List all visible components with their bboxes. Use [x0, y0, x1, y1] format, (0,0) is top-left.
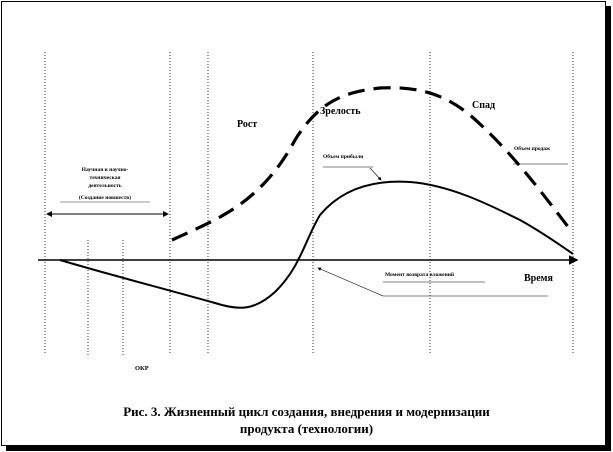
profit-curve — [59, 180, 574, 309]
label-maturity: Зрелость — [320, 106, 361, 117]
label-rnd-line4: (Создание новшеств) — [79, 194, 131, 201]
profit-leader-arrow — [369, 167, 382, 181]
frame-shadow-bottom — [6, 446, 611, 451]
label-rnd-line3: деятельность — [88, 183, 121, 189]
label-time: Время — [524, 273, 553, 284]
sales-volume-curve — [171, 86, 574, 242]
label-profit-volume: Объем прибыли — [323, 153, 364, 160]
label-growth: Рост — [237, 119, 257, 130]
label-rnd-line2: техническая — [90, 175, 121, 181]
label-sales-volume: Объем продаж — [514, 145, 550, 152]
frame-border — [1, 1, 606, 446]
label-rnd-line1: Научная и научно- — [82, 167, 129, 173]
label-investment-return: Момент возврата вложений — [385, 271, 455, 278]
label-okr: ОКР — [135, 365, 149, 372]
investment-leader-arrow — [317, 267, 384, 297]
caption-line2: продукта (технологии) — [239, 421, 374, 436]
label-decline: Спад — [472, 100, 495, 111]
frame-shadow-right — [606, 6, 611, 450]
phase-dividers — [44, 52, 574, 355]
caption-line1: Рис. 3. Жизненный цикл создания, внедрен… — [123, 404, 490, 419]
